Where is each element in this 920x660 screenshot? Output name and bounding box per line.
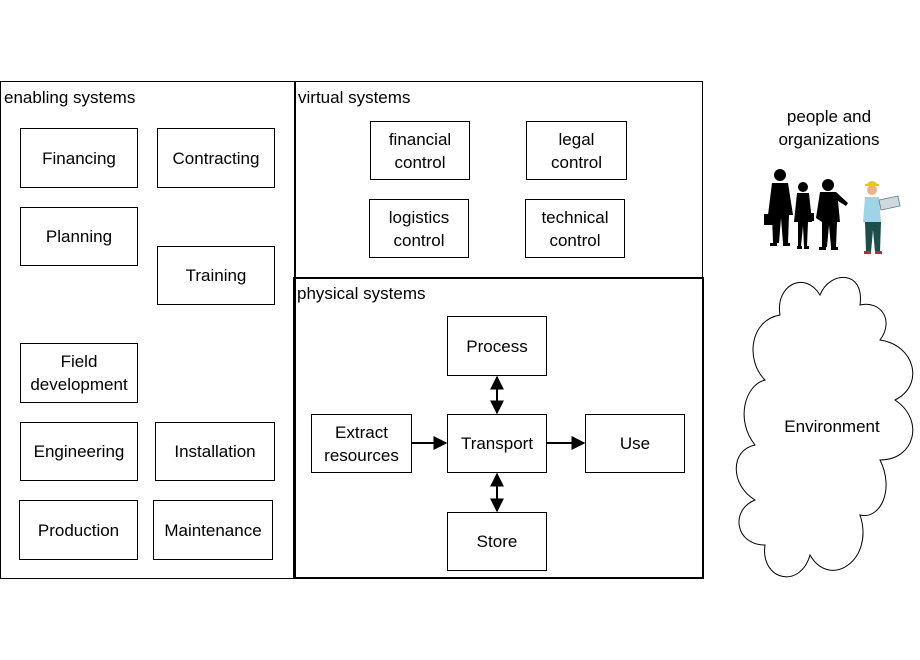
training-box: Training [157, 246, 275, 305]
transport-label: Transport [460, 434, 534, 453]
use-box: Use [585, 414, 685, 473]
physical-systems-region: physical systems [293, 277, 704, 579]
installation-box: Installation [155, 422, 275, 481]
maintenance-label: Maintenance [164, 520, 262, 540]
contracting-box: Contracting [157, 128, 275, 188]
engineering-label: Engineering [33, 442, 125, 461]
production-label: Production [37, 520, 120, 540]
environment-cloud-shape [735, 277, 914, 578]
process-label: Process [466, 336, 528, 356]
financial-control-box: financial control [370, 121, 470, 180]
contracting-label: Contracting [172, 148, 260, 168]
enabling-systems-region: enabling systems [0, 81, 296, 579]
person-figure-icon [816, 179, 848, 250]
person-figure-icon [794, 182, 814, 249]
training-label: Training [185, 266, 247, 285]
logistics-control-label: logistics control [388, 207, 450, 250]
installation-label: Installation [174, 442, 256, 461]
store-box: Store [447, 512, 547, 571]
maintenance-box: Maintenance [153, 500, 273, 560]
technical-control-label: technical control [541, 207, 609, 250]
planning-box: Planning [20, 207, 138, 266]
store-label: Store [476, 532, 518, 551]
virtual-systems-title: virtual systems [298, 88, 411, 107]
person-figure-icon [764, 169, 793, 246]
use-label: Use [619, 434, 651, 453]
legal-control-box: legal control [526, 121, 627, 180]
engineering-box: Engineering [20, 422, 138, 481]
extract-resources-box: Extract resources [311, 414, 412, 473]
financial-control-label: financial control [388, 129, 452, 172]
logistics-control-box: logistics control [369, 199, 469, 258]
people-organizations-label: people and organizations [778, 107, 880, 149]
people-group-icon [764, 169, 901, 254]
transport-box: Transport [447, 414, 547, 473]
technical-control-box: technical control [525, 199, 625, 258]
financing-label: Financing [42, 148, 116, 168]
production-box: Production [19, 500, 138, 560]
legal-control-label: legal control [550, 129, 603, 172]
process-box: Process [447, 316, 547, 376]
field-development-label: Field development [30, 352, 128, 394]
field-development-box: Field development [20, 343, 138, 403]
physical-systems-title: physical systems [297, 284, 426, 303]
engineer-figure-icon [863, 181, 901, 254]
environment-label: Environment [784, 417, 880, 436]
financing-box: Financing [20, 128, 138, 188]
enabling-systems-title: enabling systems [4, 88, 136, 107]
planning-label: Planning [45, 227, 113, 246]
extract-resources-label: Extract resources [324, 422, 399, 465]
